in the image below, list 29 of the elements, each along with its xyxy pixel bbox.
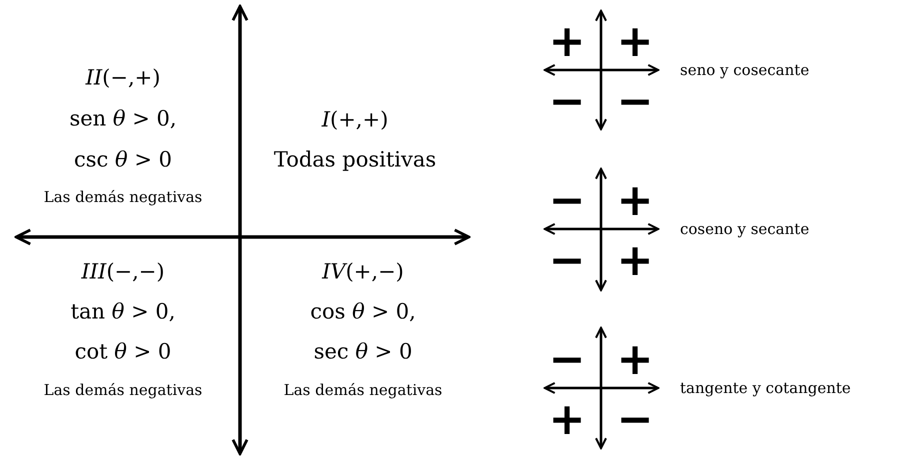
sign-symbol: − — [548, 179, 586, 223]
sign-symbol: + — [548, 20, 586, 64]
caption-text: coseno y secante — [680, 220, 810, 238]
sign-symbol: + — [616, 20, 654, 64]
sign-symbol: − — [548, 80, 586, 124]
note-text: Las demás negativas — [44, 382, 202, 398]
math-text: Todas positivas — [274, 148, 436, 172]
math-text: tan θ > 0, — [70, 300, 176, 324]
caption-text: tangente y cotangente — [680, 380, 851, 396]
sign-symbol: − — [548, 239, 586, 283]
sign-symbol: − — [616, 398, 654, 442]
math-text: sec θ > 0 — [314, 340, 412, 364]
sign-symbol: + — [548, 398, 586, 442]
math-text: cos θ > 0, — [310, 300, 416, 324]
note-text: Las demás negativas — [284, 382, 442, 398]
math-text: I(+,+) — [322, 108, 388, 132]
sign-symbol: − — [548, 338, 586, 382]
math-text: II(−,+) — [86, 66, 160, 90]
sign-symbol: + — [616, 239, 654, 283]
math-text: cot θ > 0 — [74, 340, 172, 364]
caption-text: seno y cosecante — [680, 62, 810, 78]
sign-symbol: − — [616, 80, 654, 124]
math-text: sen θ > 0, — [69, 107, 177, 131]
note-text: Las demás negativas — [44, 188, 202, 206]
sign-symbol: + — [616, 338, 654, 382]
math-text: III(−,−) — [81, 260, 165, 284]
sign-symbol: + — [616, 179, 654, 223]
math-text: csc θ > 0 — [74, 148, 172, 172]
math-text: IV(+,−) — [322, 260, 404, 284]
